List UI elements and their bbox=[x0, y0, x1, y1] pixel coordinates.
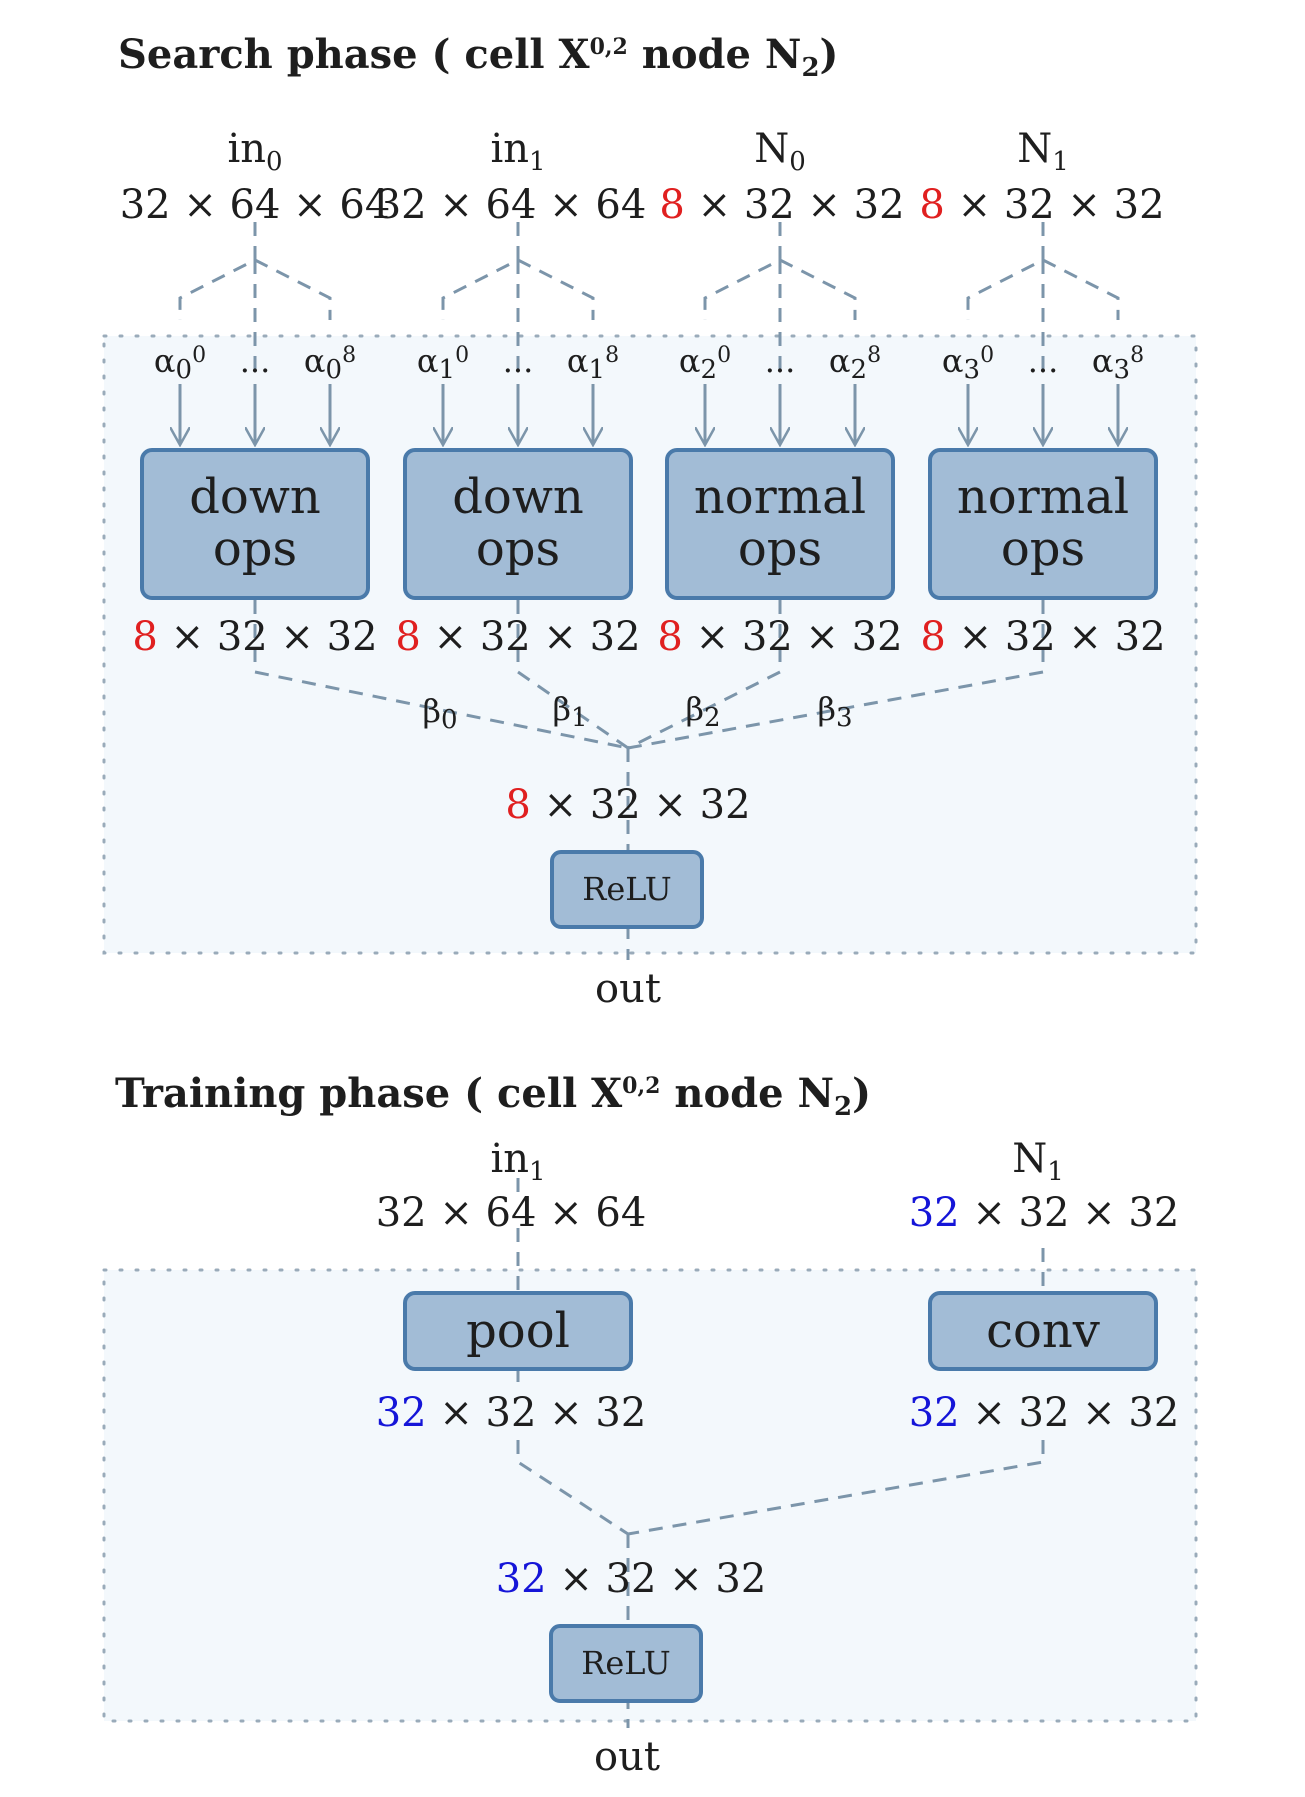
alpha-1-last-label: α18 bbox=[567, 342, 619, 385]
training-input-label-in1: in1 bbox=[490, 1136, 545, 1187]
training-input-labels: in1 N1 32 × 64 × 64 32 × 32 × 32 bbox=[376, 1136, 1180, 1236]
input-dim-in1: 32 × 64 × 64 bbox=[376, 182, 647, 228]
svg-text:ops: ops bbox=[213, 521, 297, 577]
alpha-2-first-label: α20 bbox=[679, 342, 731, 385]
input-label-in0: in0 bbox=[227, 126, 282, 177]
alpha-2-ellipsis: ... bbox=[765, 342, 796, 380]
op-box-down-0: down ops bbox=[140, 448, 370, 600]
training-op-conv: conv bbox=[928, 1291, 1158, 1371]
svg-text:down: down bbox=[452, 469, 584, 525]
search-beta-labels: β0 β1 β2 β3 bbox=[422, 690, 852, 735]
input-dim-n1: 8 × 32 × 32 bbox=[919, 182, 1164, 228]
alpha-1-ellipsis: ... bbox=[503, 342, 534, 380]
input-label-n0: N0 bbox=[754, 126, 806, 177]
svg-text:ops: ops bbox=[738, 521, 822, 577]
svg-text:pool: pool bbox=[466, 1303, 570, 1359]
beta-1-label: β1 bbox=[552, 690, 587, 733]
search-input-labels: in0 in1 N0 N1 32 × 64 × 64 32 × 64 × 64 … bbox=[120, 126, 1165, 228]
beta-3-label: β3 bbox=[817, 690, 852, 733]
input-label-n1: N1 bbox=[1017, 126, 1069, 177]
training-op-output-dims: 32 × 32 × 32 32 × 32 × 32 bbox=[376, 1390, 1180, 1436]
input-dim-n0: 8 × 32 × 32 bbox=[659, 182, 904, 228]
search-fanout-connectors bbox=[180, 222, 1118, 444]
search-merge-connectors bbox=[253, 600, 1045, 960]
training-op-output-dim-0: 32 × 32 × 32 bbox=[376, 1390, 647, 1436]
training-input-label-n1: N1 bbox=[1012, 1136, 1064, 1187]
alpha-2-last-label: α28 bbox=[829, 342, 881, 385]
alpha-0-first-label: α00 bbox=[154, 342, 206, 385]
op-box-normal-2: normal ops bbox=[665, 448, 895, 600]
training-out-label: out bbox=[594, 1734, 660, 1780]
beta-0-label: β0 bbox=[422, 692, 457, 735]
alpha-0-last-label: α08 bbox=[304, 342, 356, 385]
op-box-down-1: down ops bbox=[403, 448, 633, 600]
training-op-output-dim-1: 32 × 32 × 32 bbox=[909, 1390, 1180, 1436]
svg-text:normal: normal bbox=[694, 469, 866, 525]
alpha-3-ellipsis: ... bbox=[1028, 342, 1059, 380]
search-sum-dim: 8 × 32 × 32 bbox=[505, 782, 750, 828]
svg-text:ops: ops bbox=[1001, 521, 1085, 577]
training-sum-dim: 32 × 32 × 32 bbox=[496, 1556, 767, 1602]
op-output-dim-2: 8 × 32 × 32 bbox=[657, 614, 902, 660]
op-output-dim-0: 8 × 32 × 32 bbox=[132, 614, 377, 660]
svg-text:normal: normal bbox=[957, 469, 1129, 525]
svg-text:conv: conv bbox=[986, 1303, 1100, 1359]
alpha-0-ellipsis: ... bbox=[240, 342, 271, 380]
svg-text:ReLU: ReLU bbox=[582, 870, 672, 908]
op-output-dim-3: 8 × 32 × 32 bbox=[920, 614, 1165, 660]
search-out-label: out bbox=[595, 966, 661, 1012]
training-relu-box: ReLU bbox=[549, 1624, 703, 1703]
alpha-1-first-label: α10 bbox=[417, 342, 469, 385]
svg-text:ReLU: ReLU bbox=[581, 1644, 671, 1682]
search-op-output-dims: 8 × 32 × 32 8 × 32 × 32 8 × 32 × 32 8 × … bbox=[132, 614, 1165, 660]
op-box-normal-3: normal ops bbox=[928, 448, 1158, 600]
training-op-pool: pool bbox=[403, 1291, 633, 1371]
svg-text:ops: ops bbox=[476, 521, 560, 577]
search-phase-title: Search phase ( cell X0,2 node N2) bbox=[118, 31, 838, 83]
input-dim-in0: 32 × 64 × 64 bbox=[120, 182, 391, 228]
training-input-dim-in1: 32 × 64 × 64 bbox=[376, 1190, 647, 1236]
alpha-3-last-label: α38 bbox=[1092, 342, 1144, 385]
svg-text:down: down bbox=[189, 469, 321, 525]
input-label-in1: in1 bbox=[490, 126, 545, 177]
training-input-dim-n1: 32 × 32 × 32 bbox=[909, 1190, 1180, 1236]
search-relu-box: ReLU bbox=[550, 850, 704, 929]
beta-2-label: β2 bbox=[685, 690, 720, 733]
training-phase-title: Training phase ( cell X0,2 node N2) bbox=[115, 1070, 871, 1122]
alpha-3-first-label: α30 bbox=[942, 342, 994, 385]
op-output-dim-1: 8 × 32 × 32 bbox=[395, 614, 640, 660]
search-alpha-labels: α00 ... α08 α10 ... α18 α20 ... α28 α30 … bbox=[154, 342, 1144, 385]
search-op-boxes: down ops down ops normal ops normal ops bbox=[140, 448, 1158, 600]
